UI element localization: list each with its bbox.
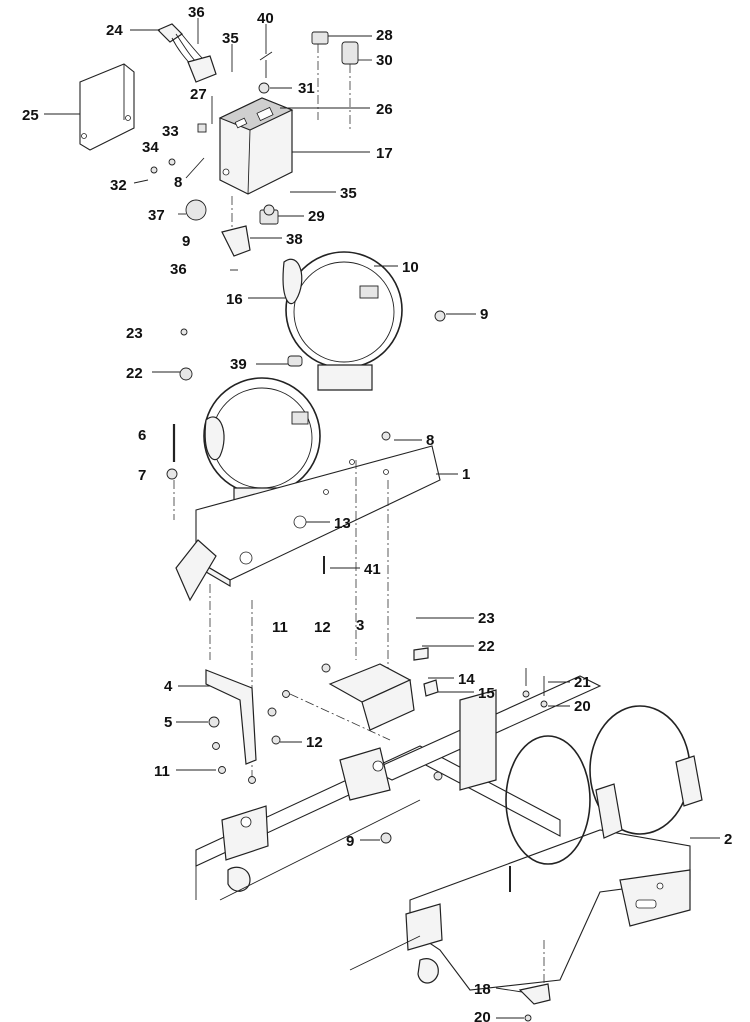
callout-8: 8 [426,432,434,449]
bolt [218,766,226,774]
washer [168,158,176,166]
callout-8: 8 [174,174,182,191]
nut [267,707,277,717]
callout-15: 15 [478,685,495,702]
callout-2: 2 [724,831,732,848]
grommet-13 [293,515,307,529]
callout-26: 26 [376,101,393,118]
rear-cylinder-carrier [349,668,703,1022]
nut [271,735,281,745]
control-box [218,97,294,195]
bolt-head [381,431,391,441]
mounting-plate [79,63,135,151]
callout-12: 12 [306,734,323,751]
plate-18 [518,983,551,1005]
callout-36: 36 [170,261,187,278]
callout-4: 4 [164,678,173,695]
clamp [413,647,429,661]
callout-16: 16 [226,291,243,308]
washer [150,166,158,174]
callout-32: 32 [110,177,127,194]
callout-23: 23 [478,610,495,627]
callout-11: 11 [154,763,170,780]
bolt [212,742,220,750]
knob [185,199,207,221]
callout-23: 23 [126,325,143,342]
leader-lines [44,18,720,1019]
callout-20: 20 [474,1009,491,1022]
callout-12: 12 [314,619,331,636]
callout-22: 22 [126,365,143,382]
callout-3: 3 [356,617,364,634]
callout-5: 5 [164,714,172,731]
callout-14: 14 [458,671,475,688]
pin [287,355,303,367]
callout-38: 38 [286,231,303,248]
callout-21: 21 [574,674,591,691]
hinge-bracket [221,225,251,257]
callout-41: 41 [364,561,381,578]
strap-latch [359,285,379,299]
nut [321,663,331,673]
nut [380,832,392,844]
callout-labels: 24 36 40 35 28 30 25 27 31 26 33 34 17 8… [22,4,732,1022]
callout-13: 13 [334,515,351,532]
callout-24: 24 [106,22,123,39]
control-box-assembly [79,23,359,271]
washer [524,1014,532,1022]
callout-36: 36 [188,4,205,21]
callout-20: 20 [574,698,591,715]
callout-40: 40 [257,10,274,27]
callout-37: 37 [148,207,165,224]
cylinder-strap-upper [282,251,403,391]
callout-28: 28 [376,27,393,44]
callout-27: 27 [190,86,207,103]
callout-18: 18 [474,981,491,998]
mid-hardware [166,310,446,780]
callout-30: 30 [376,52,393,69]
cable-clamp [179,367,193,381]
callout-39: 39 [230,356,247,373]
callout-1: 1 [462,466,470,483]
bolt [282,690,290,698]
nut [433,771,443,781]
callout-9: 9 [480,306,488,323]
callout-29: 29 [308,208,325,225]
clip [423,679,439,697]
callout-31: 31 [298,80,315,97]
key-switch [259,51,273,78]
callout-6: 6 [138,427,146,444]
callout-17: 17 [376,145,393,162]
wire-harness [156,23,217,83]
center-bracket [282,647,439,741]
switch-cover [311,31,329,45]
potentiometer [259,204,279,225]
callout-11: 11 [272,619,288,636]
washer [540,700,548,708]
rotary-switch [341,41,359,65]
callout-34: 34 [142,139,159,156]
connector [197,123,207,133]
callout-35: 35 [222,30,239,47]
strap-latch [291,411,309,425]
grommet [258,82,270,94]
nut [166,468,178,480]
side-bracket [205,669,281,784]
callout-35: 35 [340,185,357,202]
callout-10: 10 [402,259,419,276]
nut [434,310,446,322]
nut [208,716,220,728]
nut [248,776,256,784]
callout-9: 9 [346,833,354,850]
callout-33: 33 [162,123,179,140]
callout-9: 9 [182,233,190,250]
callout-7: 7 [138,467,146,484]
callout-25: 25 [22,107,39,124]
screw [180,328,188,336]
washer [522,690,530,698]
callout-22: 22 [478,638,495,655]
base-plate [175,445,441,602]
